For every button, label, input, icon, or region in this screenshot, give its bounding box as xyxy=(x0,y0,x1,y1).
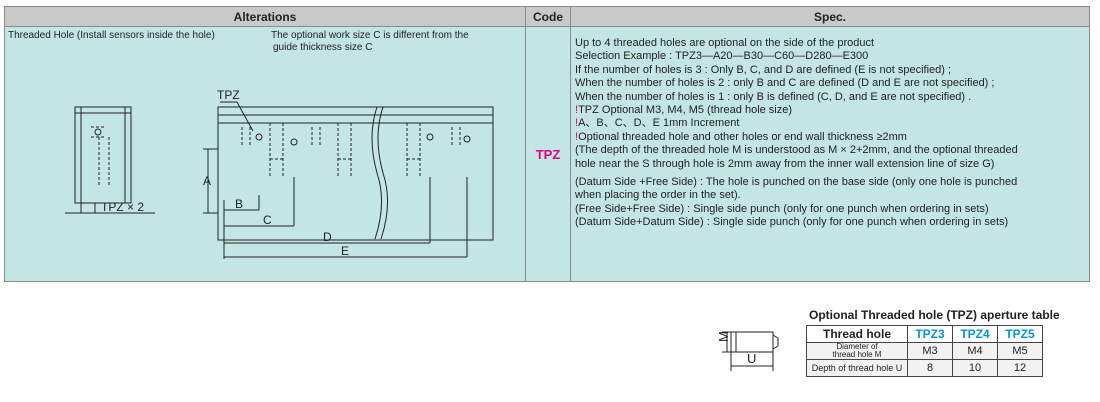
warning-icon: ! xyxy=(575,104,579,117)
label-e: E xyxy=(341,244,349,258)
label-b: B xyxy=(235,197,243,211)
spec-line: when placing the order in the set). xyxy=(575,189,741,202)
spec-line: (Datum Side+Datum Side) : Single side pu… xyxy=(575,216,1009,229)
screw-label-u: U xyxy=(747,351,756,366)
label-tpz: TPZ xyxy=(217,88,240,102)
front-view-body xyxy=(217,106,494,241)
aperture-cell: M4 xyxy=(952,342,998,360)
aperture-table-title: Optional Threaded hole (TPZ) aperture ta… xyxy=(809,308,1060,322)
label-a: A xyxy=(203,174,211,188)
aperture-cell: M5 xyxy=(997,342,1043,360)
spec-note: !TPZ Optional M3, M4, M5 (thread hole si… xyxy=(575,104,1085,117)
break-line xyxy=(371,106,383,240)
aperture-cell: 12 xyxy=(997,359,1043,377)
header-spec: Spec. xyxy=(570,6,1090,27)
aperture-cell: 10 xyxy=(952,359,998,377)
aperture-header: TPZ5 xyxy=(997,325,1043,343)
spec-line: (Free Side+Free Side) : Single side punc… xyxy=(575,202,989,215)
spec-line: Up to 4 threaded holes are optional on t… xyxy=(575,37,875,49)
aperture-header: TPZ3 xyxy=(907,325,953,343)
aperture-header: Thread hole xyxy=(806,325,908,343)
aperture-header: TPZ4 xyxy=(952,325,998,343)
alteration-note: The optional work size C is different fr… xyxy=(271,30,469,54)
code-cell: TPZ xyxy=(525,26,571,282)
alteration-note-line: guide thickness size C xyxy=(273,42,373,53)
screw-label-m: M xyxy=(716,331,731,342)
spec-line: (The depth of the threaded hole M is und… xyxy=(575,144,1018,157)
spec-line: Selection Example : TPZ3—A20—B30—C60—D28… xyxy=(575,50,869,63)
label-c: C xyxy=(263,213,272,227)
spec-note-text: A、B、C、D、E 1mm Increment xyxy=(578,117,740,130)
threaded-hole-drawing: TPZ TPZ × 2 A B C D E xyxy=(65,88,494,259)
spec-note: !Optional threaded hole and other holes … xyxy=(575,131,1085,144)
side-view-body xyxy=(74,106,132,204)
spec-line: (Datum Side +Free Side) : The hole is pu… xyxy=(575,176,1018,189)
screw-hole-drawing: M U xyxy=(716,331,779,371)
header-alterations: Alterations xyxy=(4,6,526,27)
alterations-cell: Threaded Hole (Install sensors inside th… xyxy=(4,26,526,282)
spec-line: If the number of holes is 3 : Only B, C,… xyxy=(575,63,952,76)
spec-note-text: Optional threaded hole and other holes o… xyxy=(578,130,907,143)
label-tpz-x2: TPZ × 2 xyxy=(101,200,144,214)
aperture-cell: M3 xyxy=(907,342,953,360)
label-d: D xyxy=(323,230,332,244)
spec-note: !A、B、C、D、E 1mm Increment xyxy=(575,117,1085,130)
aperture-cell: 8 xyxy=(907,359,953,377)
spec-line: When the number of holes is 2 : only B a… xyxy=(575,77,995,90)
spec-note-text: TPZ Optional M3, M4, M5 (thread hole siz… xyxy=(578,104,793,117)
warning-icon: ! xyxy=(575,130,579,143)
warning-icon: ! xyxy=(575,117,579,130)
aperture-row-label: Depth of thread hole U xyxy=(806,359,908,377)
alteration-note-line: The optional work size C is different fr… xyxy=(271,30,469,41)
alterations-spec-table: Alterations Code Spec. Threaded Hole (In… xyxy=(4,6,1090,282)
spec-cell: Up to 4 threaded holes are optional on t… xyxy=(570,26,1090,282)
spec-line: When the number of holes is 1 : only B i… xyxy=(575,90,972,103)
spec-line: hole near the S through hole is 2mm away… xyxy=(575,157,995,170)
header-code: Code xyxy=(525,6,571,27)
alteration-title: Threaded Hole (Install sensors inside th… xyxy=(8,30,215,41)
